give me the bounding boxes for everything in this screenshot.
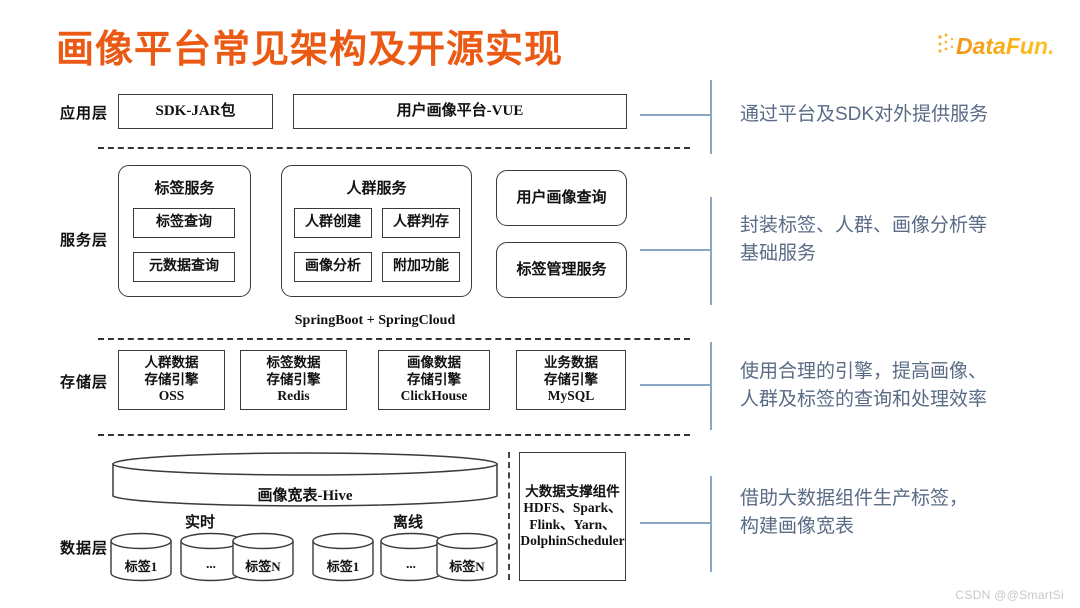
bracket-service: [640, 197, 712, 305]
bracket-app: [640, 80, 712, 154]
storage-engine-clickhouse-line3: ClickHouse: [400, 388, 468, 404]
hive-wide-table-cylinder[interactable]: 画像宽表-Hive: [112, 452, 498, 508]
svg-text:DataFun.: DataFun.: [956, 33, 1054, 59]
page-title: 画像平台常见架构及开源实现: [56, 29, 564, 71]
tag-cylinder-realtime-ellipsis-label: ...: [206, 556, 216, 571]
app-box-sdk-jar[interactable]: SDK-JAR包: [118, 94, 273, 129]
service-item-crowd-exists[interactable]: 人群判存: [382, 208, 460, 238]
layer-label-app: 应用层: [59, 106, 108, 122]
bracket-storage: [640, 342, 712, 430]
storage-engine-clickhouse[interactable]: 画像数据 存储引擎 ClickHouse: [378, 350, 490, 410]
storage-engine-redis-line1: 标签数据: [266, 355, 321, 371]
service-item-metadata-query[interactable]: 元数据查询: [133, 252, 235, 282]
storage-engine-redis-line3: Redis: [277, 388, 310, 404]
layer-label-storage: 存储层: [59, 375, 108, 391]
storage-engine-clickhouse-line2: 存储引擎: [407, 371, 461, 387]
framework-caption: SpringBoot + SpringCloud: [294, 313, 456, 328]
service-group-tag-title: 标签服务: [154, 181, 215, 197]
bigdata-support-line2: HDFS、Spark、: [523, 500, 622, 516]
bracket-data: [640, 476, 712, 572]
separator-app-service: [98, 147, 690, 149]
bigdata-support-line3: Flink、Yarn、: [529, 516, 616, 532]
tag-cylinder-realtime-1-label: 标签1: [124, 559, 158, 574]
watermark: CSDN @@SmartSi: [955, 588, 1064, 602]
data-layer-divider: [508, 452, 510, 580]
tag-cylinder-offline-1[interactable]: 标签1: [312, 532, 374, 582]
service-item-tag-query[interactable]: 标签查询: [133, 208, 235, 238]
service-item-crowd-create[interactable]: 人群创建: [294, 208, 372, 238]
storage-engine-redis[interactable]: 标签数据 存储引擎 Redis: [240, 350, 347, 410]
tag-cylinder-offline-n-label: 标签N: [449, 559, 485, 574]
tag-cylinder-realtime-n-label: 标签N: [245, 559, 281, 574]
storage-engine-oss[interactable]: 人群数据 存储引擎 OSS: [118, 350, 225, 410]
stream-label-offline: 离线: [392, 515, 423, 531]
storage-engine-redis-line2: 存储引擎: [266, 371, 321, 387]
bigdata-support-line4: DolphinScheduler: [520, 532, 625, 548]
tag-cylinder-realtime-1[interactable]: 标签1: [110, 532, 172, 582]
datafun-logo: DataFun.: [936, 28, 1056, 62]
storage-engine-mysql-line1: 业务数据: [544, 355, 598, 371]
annotation-data: 借助大数据组件生产标签， 构建画像宽表: [740, 488, 969, 537]
app-box-portal-vue[interactable]: 用户画像平台-VUE: [293, 94, 627, 129]
tag-cylinder-offline-1-label: 标签1: [326, 559, 360, 574]
bigdata-support-line1: 大数据支撑组件: [525, 483, 620, 499]
layer-label-data: 数据层: [59, 541, 108, 557]
service-item-profile-analysis[interactable]: 画像分析: [294, 252, 372, 282]
tag-cylinder-realtime-n[interactable]: 标签N: [232, 532, 294, 582]
hive-wide-table-label: 画像宽表-Hive: [257, 488, 353, 504]
storage-engine-oss-line1: 人群数据: [144, 355, 199, 371]
annotation-service: 封装标签、人群、画像分析等 基础服务: [740, 215, 988, 264]
storage-engine-mysql[interactable]: 业务数据 存储引擎 MySQL: [516, 350, 626, 410]
layer-label-service: 服务层: [59, 233, 108, 249]
bigdata-support-box[interactable]: 大数据支撑组件 HDFS、Spark、 Flink、Yarn、 DolphinS…: [519, 452, 626, 581]
stream-label-realtime: 实时: [184, 515, 215, 531]
annotation-storage: 使用合理的引擎，提高画像、 人群及标签的查询和处理效率: [740, 361, 988, 410]
storage-engine-mysql-line2: 存储引擎: [544, 371, 598, 387]
service-item-extra-function[interactable]: 附加功能: [382, 252, 460, 282]
service-group-crowd-title: 人群服务: [346, 181, 407, 197]
storage-engine-clickhouse-line1: 画像数据: [407, 355, 461, 371]
tag-cylinder-offline-ellipsis[interactable]: ...: [380, 532, 442, 582]
tag-cylinder-offline-ellipsis-label: ...: [406, 556, 416, 571]
separator-storage-data: [98, 434, 690, 436]
storage-engine-oss-line3: OSS: [158, 388, 185, 404]
service-box-tag-manage[interactable]: 标签管理服务: [496, 242, 627, 298]
separator-service-storage: [98, 338, 690, 340]
storage-engine-oss-line2: 存储引擎: [144, 371, 199, 387]
annotation-app: 通过平台及SDK对外提供服务: [740, 104, 989, 125]
service-box-profile-query[interactable]: 用户画像查询: [496, 170, 627, 226]
storage-engine-mysql-line3: MySQL: [547, 388, 595, 404]
tag-cylinder-offline-n[interactable]: 标签N: [436, 532, 498, 582]
